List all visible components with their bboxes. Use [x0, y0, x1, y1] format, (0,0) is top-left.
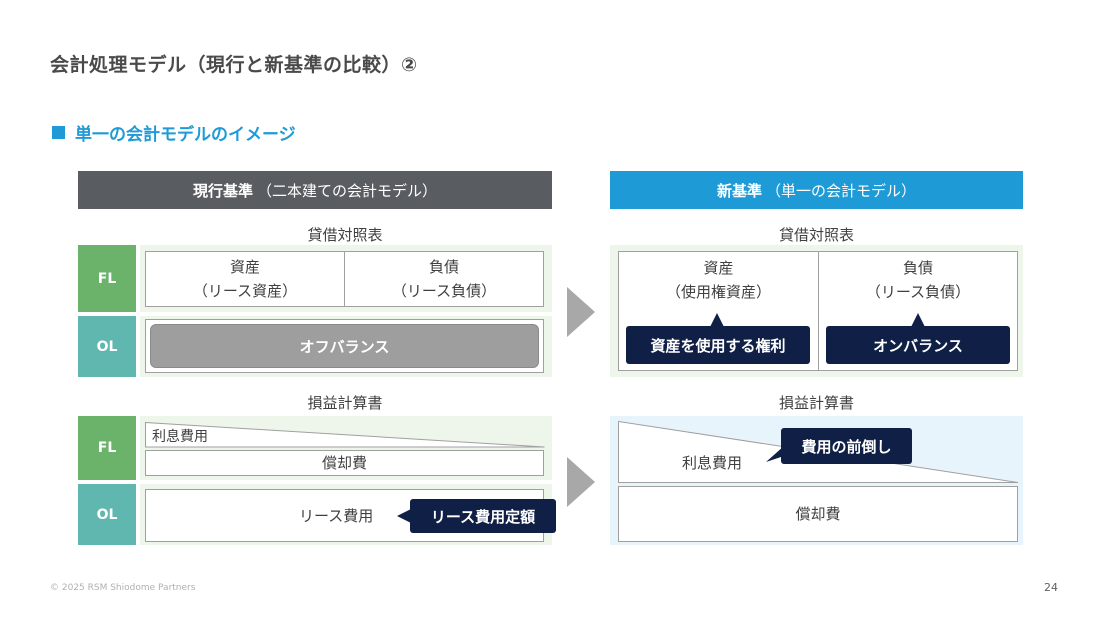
current-liability-box: 負債 （リース負債）: [344, 251, 544, 307]
right-of-use-callout: 資産を使用する権利: [626, 326, 810, 364]
new-interest-label: 利息費用: [682, 454, 743, 472]
front-load-expense-callout: 費用の前倒し: [781, 428, 912, 464]
copyright-notice: © 2025 RSM Shiodome Partners: [50, 583, 196, 593]
new-liability-label: 負債: [902, 259, 933, 277]
section-subtitle: 単一の会計モデルのイメージ: [52, 120, 296, 145]
callout-pointer-down-left-icon: [766, 446, 784, 462]
current-standard-header: 現行基準 （二本建ての会計モデル）: [78, 171, 552, 209]
arrow-right-icon: [567, 287, 595, 337]
new-depreciation-box: 償却費: [618, 486, 1018, 542]
off-balance-bar: オフバランス: [150, 324, 539, 368]
current-bs-title: 貸借対照表: [307, 225, 383, 244]
lease-expense-flat-callout: リース費用定額: [410, 499, 556, 533]
page-title: 会計処理モデル（現行と新基準の比較）②: [50, 54, 418, 76]
new-standard-title: 新基準: [716, 181, 762, 200]
current-asset-box: 資産 （リース資産）: [145, 251, 345, 307]
current-bs-fl-tag: FL: [78, 245, 136, 312]
current-pl-title: 損益計算書: [307, 393, 383, 412]
current-pl-fl-tag: FL: [78, 416, 136, 480]
current-interest-label: 利息費用: [152, 429, 208, 445]
current-pl-ol-tag: OL: [78, 484, 136, 545]
current-liability-label: 負債: [428, 258, 459, 276]
current-standard-subtitle: （二本建ての会計モデル）: [257, 181, 438, 200]
current-lease-expense-label: リース費用: [299, 507, 374, 525]
current-asset-label: 資産: [229, 258, 260, 276]
page-number: 24: [1044, 581, 1058, 594]
new-standard-subtitle: （単一の会計モデル）: [766, 181, 917, 200]
callout-pointer-up-icon: [710, 313, 724, 327]
new-liability-sublabel: （リース負債）: [865, 283, 971, 301]
new-pl-title: 損益計算書: [778, 393, 854, 412]
callout-pointer-left-icon: [397, 509, 411, 523]
new-asset-sublabel: （使用権資産）: [665, 283, 771, 301]
new-standard-header: 新基準 （単一の会計モデル）: [610, 171, 1023, 209]
arrow-right-icon: [567, 457, 595, 507]
callout-pointer-up-icon: [911, 313, 925, 327]
square-bullet-icon: [52, 126, 65, 139]
current-interest-triangle: [145, 422, 545, 448]
on-balance-callout: オンバランス: [826, 326, 1010, 364]
section-subtitle-text: 単一の会計モデルのイメージ: [75, 125, 296, 145]
current-standard-title: 現行基準: [192, 181, 253, 200]
current-liability-sublabel: （リース負債）: [391, 282, 497, 300]
current-asset-sublabel: （リース資産）: [192, 282, 298, 300]
new-asset-label: 資産: [703, 259, 734, 277]
current-depreciation-box: 償却費: [145, 450, 544, 476]
new-bs-title: 貸借対照表: [778, 225, 854, 244]
current-bs-ol-tag: OL: [78, 316, 136, 377]
